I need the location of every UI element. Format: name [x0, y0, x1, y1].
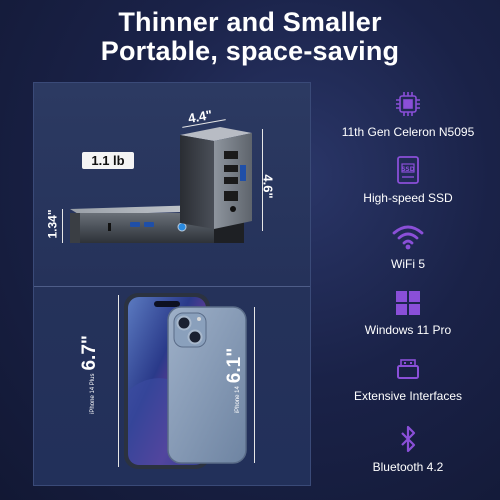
width-dimension-label: 4.4" — [186, 107, 214, 126]
headline-line-1: Thinner and Smaller — [118, 7, 382, 37]
svg-text:SSD: SSD — [401, 166, 414, 173]
wifi-icon — [392, 225, 424, 250]
iphone-14-size-label: iPhone 14 6.1" — [224, 347, 246, 414]
iphone-14-model: iPhone 14 — [235, 386, 242, 414]
product-comparison-panel: 1.1 lb 4.4" 4.6" 1.34" — [33, 82, 311, 486]
iphone-14-dimension-line — [254, 307, 255, 463]
feature-windows-label: Windows 11 Pro — [364, 323, 452, 337]
feature-bluetooth: Bluetooth 4.2 — [316, 425, 500, 474]
windows-logo-icon — [396, 291, 420, 315]
feature-wifi: WiFi 5 — [316, 224, 500, 271]
feature-cpu: 11th Gen Celeron N5095 — [316, 90, 500, 139]
ssd-icon: SSD — [397, 156, 419, 184]
cpu-chip-icon — [396, 92, 420, 116]
bluetooth-icon — [401, 425, 416, 453]
headline-line-2: Portable, space-saving — [100, 36, 400, 66]
panel-divider — [34, 286, 310, 287]
height-dimension-label: 4.6" — [260, 174, 276, 199]
feature-interfaces: Extensive Interfaces — [316, 358, 500, 403]
feature-bluetooth-label: Bluetooth 4.2 — [372, 460, 444, 474]
feature-ssd: SSD High-speed SSD — [316, 156, 500, 205]
iphone-14-plus-dimension-line — [118, 295, 119, 467]
weight-badge: 1.1 lb — [82, 152, 134, 169]
feature-cpu-label: 11th Gen Celeron N5095 — [341, 125, 475, 139]
usb-port-icon — [397, 359, 419, 379]
height-dimension-line — [262, 129, 263, 231]
iphone-14-plus-model: iPhone 14 Plus — [89, 373, 96, 414]
iphone-14-plus-size: 6.7" — [78, 335, 100, 371]
iphone-14-plus-size-label: iPhone 14 Plus 6.7" — [78, 335, 100, 414]
thickness-dimension-line — [62, 209, 63, 243]
iphone-14-image — [167, 306, 247, 464]
mini-pc-side-image — [180, 127, 252, 229]
thickness-dimension-label: 1.34" — [45, 209, 60, 239]
feature-ssd-label: High-speed SSD — [363, 191, 453, 205]
feature-windows: Windows 11 Pro — [316, 290, 500, 337]
feature-interfaces-label: Extensive Interfaces — [353, 389, 463, 403]
feature-wifi-label: WiFi 5 — [391, 257, 425, 271]
iphone-14-size: 6.1" — [224, 347, 246, 384]
headline: Thinner and Smaller Portable, space-savi… — [30, 8, 470, 66]
